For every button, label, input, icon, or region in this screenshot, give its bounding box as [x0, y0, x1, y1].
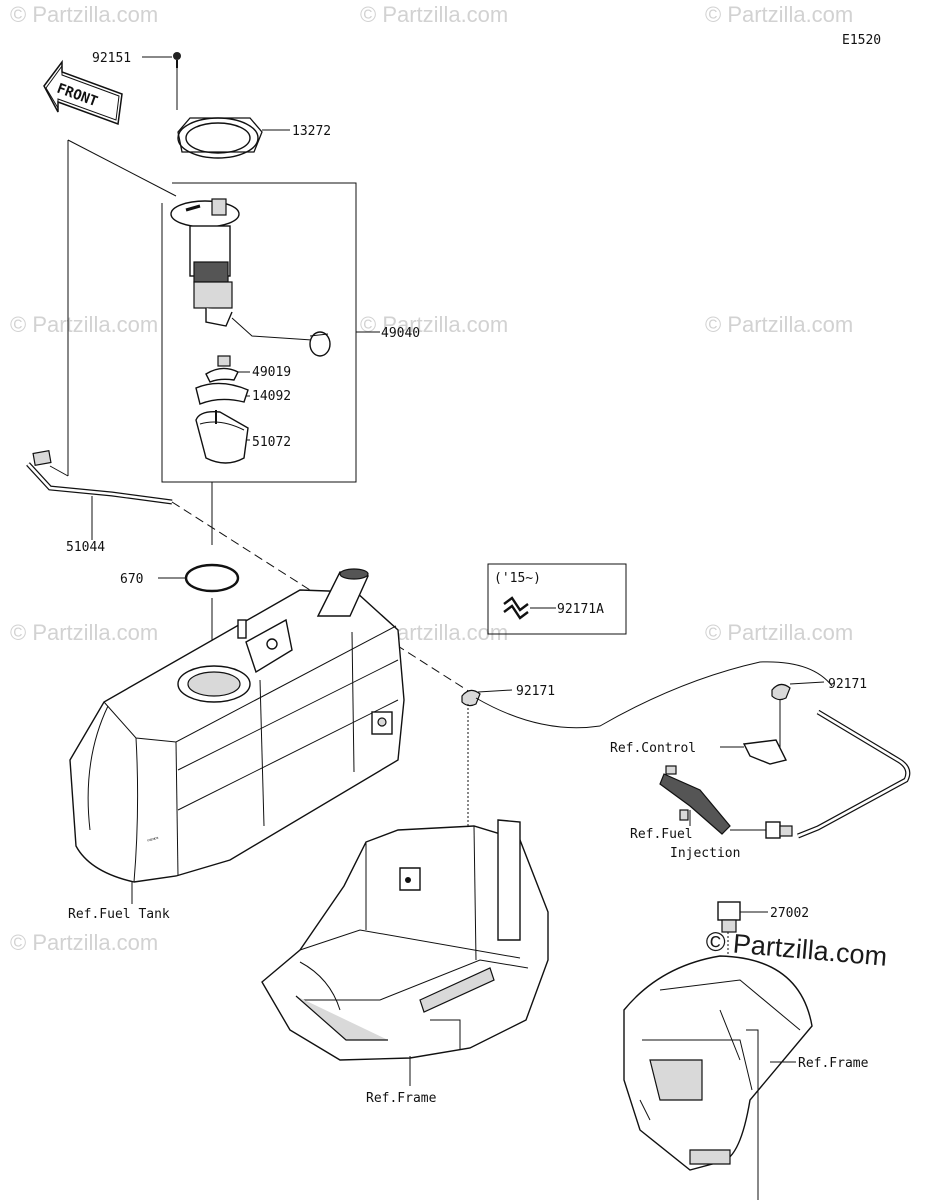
watermark: © Partzilla.com: [10, 2, 158, 27]
label-13272: 13272: [292, 124, 331, 139]
ref-fuel-injection-2: Injection: [670, 846, 740, 861]
watermark: © Partzilla.com: [10, 312, 158, 337]
label-14092: 14092: [252, 389, 291, 404]
svg-text:▭▭▭: ▭▭▭: [147, 834, 160, 844]
frame-right: [623, 955, 813, 1200]
label-92151: 92151: [92, 51, 131, 66]
ref-fuel-tank: Ref.Fuel Tank: [68, 907, 170, 922]
watermark: © Partzilla.com: [705, 312, 853, 337]
watermarks: © Partzilla.com © Partzilla.com © Partzi…: [10, 2, 888, 972]
plate-13272: [177, 117, 290, 159]
fuel-hose: [475, 661, 833, 729]
fuel-injector: [659, 765, 793, 839]
clip-92171A: [503, 596, 556, 620]
hose-right: [797, 709, 911, 839]
fuel-tank: ▭▭▭: [69, 568, 405, 883]
ref-frame-center: Ref.Frame: [366, 1091, 437, 1106]
ref-frame-right: Ref.Frame: [798, 1056, 869, 1071]
variant-label: ('15~): [494, 571, 541, 586]
watermark: © Partzilla.com: [360, 312, 508, 337]
clamp-92171-right: [771, 681, 825, 750]
watermark: © Partzilla.com: [705, 2, 853, 27]
front-arrow: FRONT: [43, 59, 123, 126]
ref-fuel-injection-1: Ref.Fuel: [630, 827, 693, 842]
variant-box: [487, 563, 627, 635]
control-bracket: [720, 739, 788, 765]
assembly-bracket: [161, 182, 357, 483]
fuel-pump-assembly: [170, 198, 331, 357]
label-49040: 49040: [381, 326, 420, 341]
watermark: © Partzilla.com: [10, 620, 158, 645]
harness-51044: [26, 139, 177, 540]
label-92171-right: 92171: [828, 677, 867, 692]
frame-center: [261, 819, 549, 1061]
bolt-92151: [142, 52, 181, 110]
watermark: © Partzilla.com: [360, 2, 508, 27]
label-92171A: 92171A: [557, 602, 604, 617]
label-92171-left: 92171: [516, 684, 555, 699]
part-49019: [205, 355, 250, 383]
label-51044: 51044: [66, 540, 105, 555]
watermark: © Partzilla.com: [705, 620, 853, 645]
diagram-code: E1520: [842, 33, 881, 48]
watermark: © Partzilla.com: [10, 930, 158, 955]
o-ring-670: [184, 563, 240, 593]
part-14092: [195, 382, 250, 405]
label-49019: 49019: [252, 365, 291, 380]
ref-control: Ref.Control: [610, 741, 696, 756]
label-51072: 51072: [252, 435, 291, 450]
label-27002: 27002: [770, 906, 809, 921]
label-670: 670: [120, 572, 143, 587]
part-51072: [195, 410, 250, 464]
